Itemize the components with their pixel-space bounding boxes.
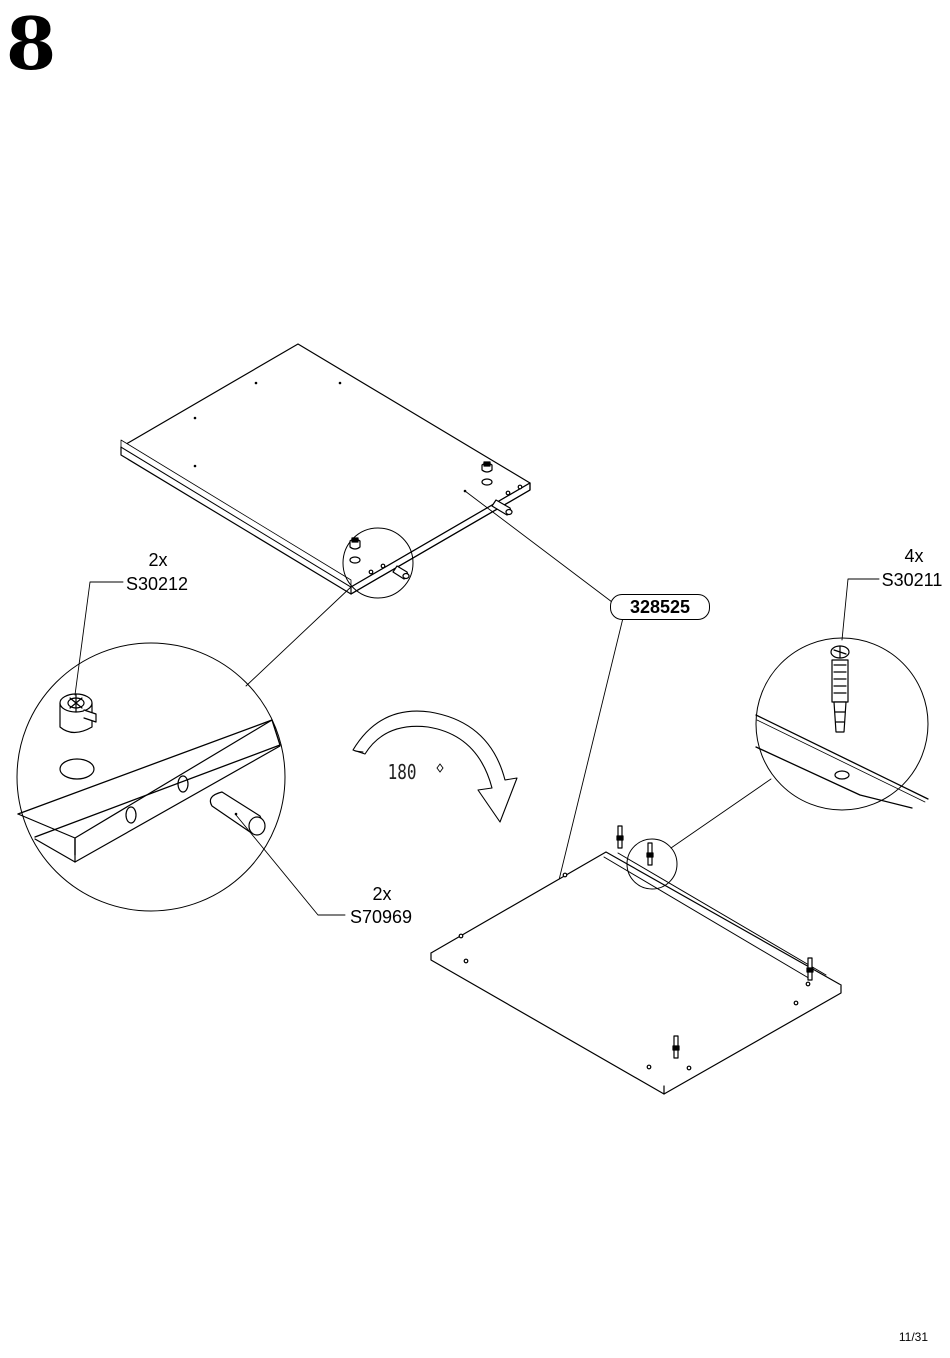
rotation-arrow-icon bbox=[353, 711, 517, 822]
cam-lock-leader bbox=[75, 582, 123, 695]
part-number-badge: 328525 bbox=[610, 594, 710, 620]
rotation-label: 180 bbox=[388, 760, 417, 784]
dowel-code: S70969 bbox=[345, 907, 417, 927]
detail-circle-cam-bolt bbox=[756, 638, 928, 810]
cam-bolt-icon bbox=[831, 646, 849, 732]
cam-bolt-code: S30211 bbox=[876, 570, 948, 590]
top-panel bbox=[121, 344, 530, 594]
page-counter: 11/31 bbox=[899, 1330, 928, 1344]
dowel-icon bbox=[393, 566, 409, 579]
bottom-panel bbox=[431, 826, 841, 1094]
dowel-icon bbox=[210, 792, 265, 835]
detail-circle-cam-dowel bbox=[17, 643, 285, 911]
part-leader-top bbox=[465, 491, 612, 602]
cam-lock-quantity: 2x bbox=[138, 550, 178, 570]
cam-bolt-leader bbox=[842, 579, 879, 640]
cam-bolt-quantity: 4x bbox=[894, 546, 934, 566]
cam-lock-code: S30212 bbox=[121, 574, 193, 594]
step-number: 8 bbox=[6, 4, 54, 84]
dowel-quantity: 2x bbox=[362, 884, 402, 904]
cam-lock-icon bbox=[60, 694, 96, 779]
